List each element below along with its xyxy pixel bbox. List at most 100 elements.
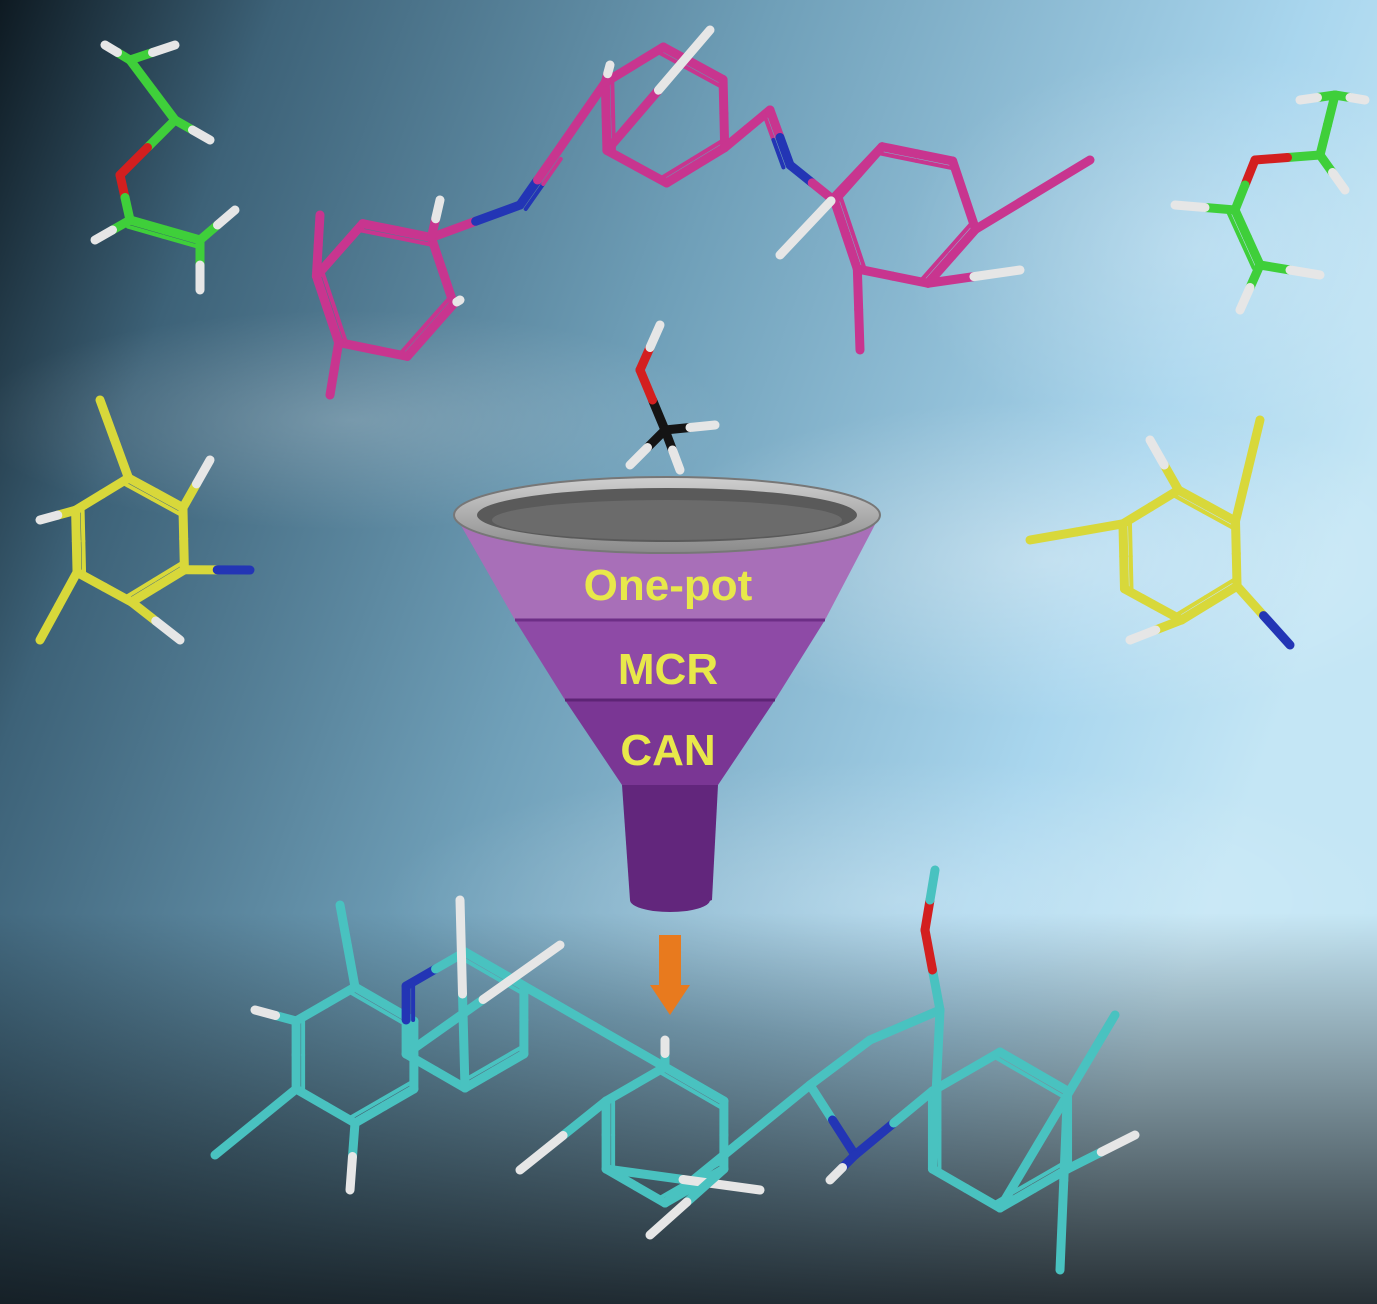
- yellow-molecule-right: [1025, 415, 1295, 650]
- bond: [350, 982, 389, 1009]
- bond: [1323, 90, 1340, 130]
- bond: [920, 925, 937, 975]
- bond: [658, 51, 692, 72]
- bond: [345, 1152, 357, 1195]
- bond: [291, 1084, 331, 1111]
- bond: [124, 473, 161, 498]
- bond: [35, 510, 63, 525]
- bond: [489, 1049, 529, 1076]
- bond: [160, 225, 205, 245]
- bond: [900, 1005, 945, 1030]
- bond: [923, 272, 979, 288]
- bond: [645, 1197, 692, 1240]
- bond: [805, 1058, 845, 1090]
- bond: [1203, 578, 1236, 600]
- bond: [927, 1085, 941, 1174]
- bond: [321, 1101, 360, 1128]
- bond: [188, 125, 215, 145]
- bond: [1283, 150, 1325, 162]
- bond: [765, 105, 785, 142]
- bond: [928, 965, 945, 1015]
- bond: [401, 995, 488, 1059]
- bond: [829, 196, 851, 240]
- bond: [1055, 1176, 1069, 1275]
- bond: [452, 295, 465, 307]
- bond: [1231, 549, 1242, 591]
- bond: [948, 156, 969, 200]
- bond: [1243, 415, 1265, 476]
- bond: [358, 219, 402, 236]
- bond: [1243, 233, 1265, 270]
- bond: [1146, 485, 1183, 512]
- bond: [1201, 509, 1235, 530]
- bond: [775, 133, 795, 170]
- bond: [515, 1131, 568, 1175]
- bond: [632, 162, 672, 188]
- bond: [771, 137, 786, 170]
- bond: [602, 145, 642, 172]
- bond: [1239, 238, 1256, 270]
- bond: [878, 151, 918, 163]
- bond: [603, 60, 615, 79]
- bond: [97, 473, 134, 499]
- bond: [455, 895, 467, 999]
- bond: [334, 337, 378, 354]
- bond: [1255, 260, 1295, 275]
- bond: [825, 1163, 847, 1185]
- bond: [1028, 155, 1095, 200]
- bond: [54, 567, 82, 611]
- bond: [126, 224, 166, 239]
- bond: [826, 142, 887, 206]
- bond: [854, 304, 865, 355]
- bond: [1173, 485, 1212, 511]
- bond: [335, 900, 352, 951]
- funnel-band-mid: [515, 620, 825, 700]
- bond: [115, 143, 152, 180]
- bond: [126, 597, 161, 626]
- bond: [460, 1066, 499, 1093]
- down-arrow-icon: [650, 935, 690, 1015]
- bond: [210, 1117, 261, 1160]
- bond: [72, 567, 109, 592]
- bond: [687, 67, 722, 88]
- bond: [1119, 551, 1129, 594]
- bond: [95, 395, 119, 444]
- bond: [631, 1181, 670, 1208]
- cyan-product-molecule: [210, 865, 1140, 1275]
- bond: [1345, 93, 1370, 105]
- bond: [401, 1049, 441, 1076]
- bond: [402, 325, 435, 361]
- bond: [515, 175, 542, 210]
- bond: [659, 1071, 693, 1093]
- bond: [321, 982, 360, 1009]
- bond: [90, 225, 117, 245]
- bond: [349, 1097, 383, 1119]
- bond: [533, 150, 560, 185]
- bond: [109, 434, 134, 483]
- bond: [912, 149, 958, 166]
- green-molecule-left: [90, 40, 240, 295]
- bond: [1028, 1160, 1067, 1185]
- bond: [685, 420, 720, 432]
- bond: [648, 395, 670, 435]
- bond: [250, 1005, 281, 1020]
- yellow-molecule-left: [35, 395, 255, 645]
- bond: [379, 1084, 419, 1111]
- bond: [123, 482, 155, 502]
- bond: [80, 508, 86, 544]
- bond: [1059, 1086, 1073, 1185]
- bond: [889, 1086, 937, 1128]
- bond: [1177, 598, 1214, 625]
- bond: [349, 991, 383, 1013]
- bond: [343, 941, 360, 992]
- bond: [961, 1184, 1005, 1213]
- bond: [828, 1115, 860, 1160]
- funnel-stem-opening: [630, 888, 710, 912]
- bond: [852, 264, 864, 314]
- bond: [478, 940, 565, 1004]
- bond: [143, 115, 180, 152]
- bond: [178, 479, 201, 513]
- bond: [368, 344, 412, 361]
- bond: [1204, 581, 1242, 608]
- bond: [947, 224, 981, 261]
